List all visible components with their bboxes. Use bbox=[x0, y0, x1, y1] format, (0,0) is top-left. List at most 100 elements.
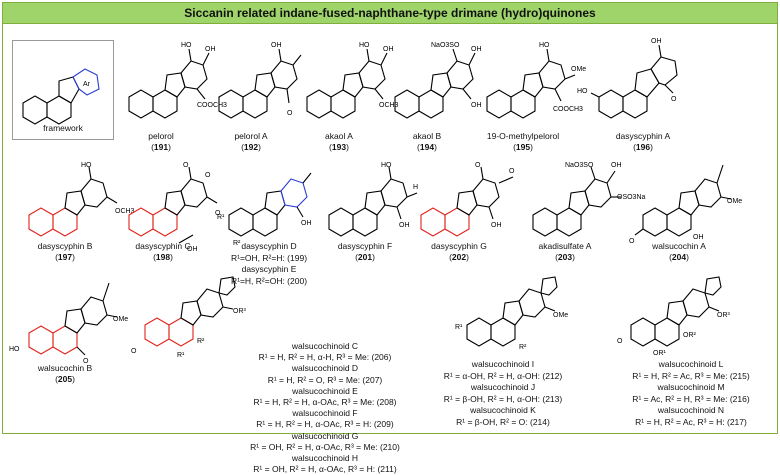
svg-text:R²: R² bbox=[519, 344, 527, 351]
svg-text:OH: OH bbox=[471, 102, 482, 109]
name-217: walsucochinoid N bbox=[657, 405, 725, 415]
num-201: 201 bbox=[357, 252, 373, 262]
svg-text:HO: HO bbox=[539, 42, 550, 49]
sub-215: R¹ = H, R² = Ac, R³ = Me: (215) bbox=[632, 370, 750, 381]
sub-207: R¹ = H, R² = O, R³ = Me: (207) bbox=[267, 374, 383, 385]
svg-text:HO: HO bbox=[81, 162, 92, 169]
svg-text:OH: OH bbox=[693, 234, 704, 241]
ar-label: Ar bbox=[83, 81, 91, 88]
svg-text:HO: HO bbox=[381, 162, 392, 169]
svg-text:O: O bbox=[287, 110, 293, 117]
svg-text:OH: OH bbox=[301, 220, 312, 227]
structure-202: O OH O bbox=[420, 162, 515, 237]
svg-text:OMe: OMe bbox=[113, 316, 128, 323]
svg-text:R¹: R¹ bbox=[177, 352, 185, 359]
svg-text:OCH3: OCH3 bbox=[115, 208, 135, 215]
sub-211: R¹ = OH, R² = H, α-OAc, R³ = H: (211) bbox=[253, 464, 397, 475]
svg-text:R¹: R¹ bbox=[455, 324, 463, 331]
name-207: walsucochinoid D bbox=[291, 363, 359, 374]
name-209: walsucochinoid F bbox=[292, 408, 358, 419]
name-194: akaol B bbox=[412, 131, 442, 141]
structure-199-200: OH R¹ R² bbox=[217, 172, 312, 247]
svg-text:OH: OH bbox=[491, 222, 502, 229]
svg-text:O: O bbox=[629, 238, 635, 245]
num-191: 191 bbox=[153, 142, 169, 152]
num-192: 192 bbox=[243, 142, 259, 152]
name-214: walsucochinoid K bbox=[470, 405, 536, 415]
svg-text:OH: OH bbox=[471, 46, 482, 53]
sub-214: R¹ = β-OH, R² = O: (214) bbox=[456, 416, 550, 427]
svg-text:OR³: OR³ bbox=[233, 308, 247, 315]
svg-text:O: O bbox=[183, 162, 189, 169]
structure-196: OH O HO bbox=[577, 38, 678, 119]
name-206: walsucochinoid C bbox=[291, 341, 359, 351]
sub-200: R¹=H, R²=OH: (200) bbox=[230, 275, 308, 286]
svg-text:R²: R² bbox=[233, 240, 241, 247]
sub-208: R¹ = H, R² = H, α-OAc, R³ = Me: (208) bbox=[253, 397, 397, 408]
name-213: walsucochinoid J bbox=[470, 382, 536, 392]
svg-text:O: O bbox=[475, 162, 481, 169]
num-202: 202 bbox=[451, 252, 467, 262]
name-205: walsucochin B bbox=[37, 363, 93, 373]
svg-text:R²: R² bbox=[197, 338, 205, 345]
svg-text:O: O bbox=[671, 96, 677, 103]
sub-199: R¹=OH, R²=H: (199) bbox=[230, 252, 308, 263]
num-198: 198 bbox=[155, 252, 171, 262]
name-201: dasyscyphin F bbox=[337, 241, 393, 251]
name-193: akaol A bbox=[325, 131, 353, 141]
name-212: walsucochinoid I bbox=[471, 359, 535, 369]
name-210: walsucochinoid G bbox=[291, 430, 359, 441]
svg-text:O: O bbox=[205, 172, 211, 179]
structure-197: HO OCH3 bbox=[28, 162, 135, 237]
svg-text:O: O bbox=[215, 210, 221, 217]
svg-text:OH: OH bbox=[271, 42, 282, 49]
name-202: dasyscyphin G bbox=[431, 241, 487, 251]
num-204: 204 bbox=[671, 252, 687, 262]
svg-text:NaO3SO: NaO3SO bbox=[431, 42, 460, 49]
svg-text:HO: HO bbox=[181, 42, 192, 49]
num-194: 194 bbox=[419, 142, 435, 152]
name-197: dasyscyphin B bbox=[37, 241, 93, 251]
svg-text:OCH3: OCH3 bbox=[379, 102, 399, 109]
svg-text:O: O bbox=[83, 358, 89, 365]
num-193: 193 bbox=[331, 142, 347, 152]
name-199: dasyscyphin D bbox=[241, 241, 297, 251]
svg-text:HO: HO bbox=[577, 88, 588, 95]
name-195: 19-O-methylpelorol bbox=[486, 131, 560, 141]
svg-text:R¹: R¹ bbox=[217, 214, 225, 221]
svg-text:O: O bbox=[509, 168, 515, 175]
svg-text:H: H bbox=[413, 184, 418, 191]
name-191: pelorol bbox=[148, 131, 174, 141]
name-196: dasyscyphin A bbox=[615, 131, 671, 141]
sub-213: R¹ = β-OH, R² = H, α-OH: (213) bbox=[443, 393, 563, 404]
num-205: 205 bbox=[57, 374, 73, 384]
structure-198: OO OOH bbox=[128, 162, 221, 253]
name-200: dasyscyphin E bbox=[241, 264, 297, 274]
name-192: pelorol A bbox=[234, 131, 268, 141]
structure-192: OH O bbox=[218, 42, 302, 119]
structure-194: NaO3SO OH OH bbox=[394, 42, 482, 119]
sub-209: R¹ = H, R² = H, α-OAc, R³ = H: (209) bbox=[256, 419, 394, 430]
svg-text:OH: OH bbox=[611, 162, 622, 169]
svg-text:HO: HO bbox=[359, 42, 370, 49]
svg-text:NaO3SO: NaO3SO bbox=[565, 162, 594, 169]
svg-text:OR³: OR³ bbox=[717, 312, 731, 319]
name-204: walsucochin A bbox=[652, 241, 706, 251]
name-215: walsucochinoid L bbox=[658, 359, 724, 369]
sub-216: R¹ = Ac, R² = H, R³ = Me: (216) bbox=[632, 393, 750, 404]
svg-text:OH: OH bbox=[651, 38, 662, 45]
caption-199-200: dasyscyphin D R¹=OH, R²=H: (199) dasyscy… bbox=[231, 241, 307, 287]
svg-text:OR²: OR² bbox=[683, 332, 697, 339]
num-195: 195 bbox=[515, 142, 531, 152]
svg-text:OH: OH bbox=[383, 46, 394, 53]
num-203: 203 bbox=[557, 252, 573, 262]
